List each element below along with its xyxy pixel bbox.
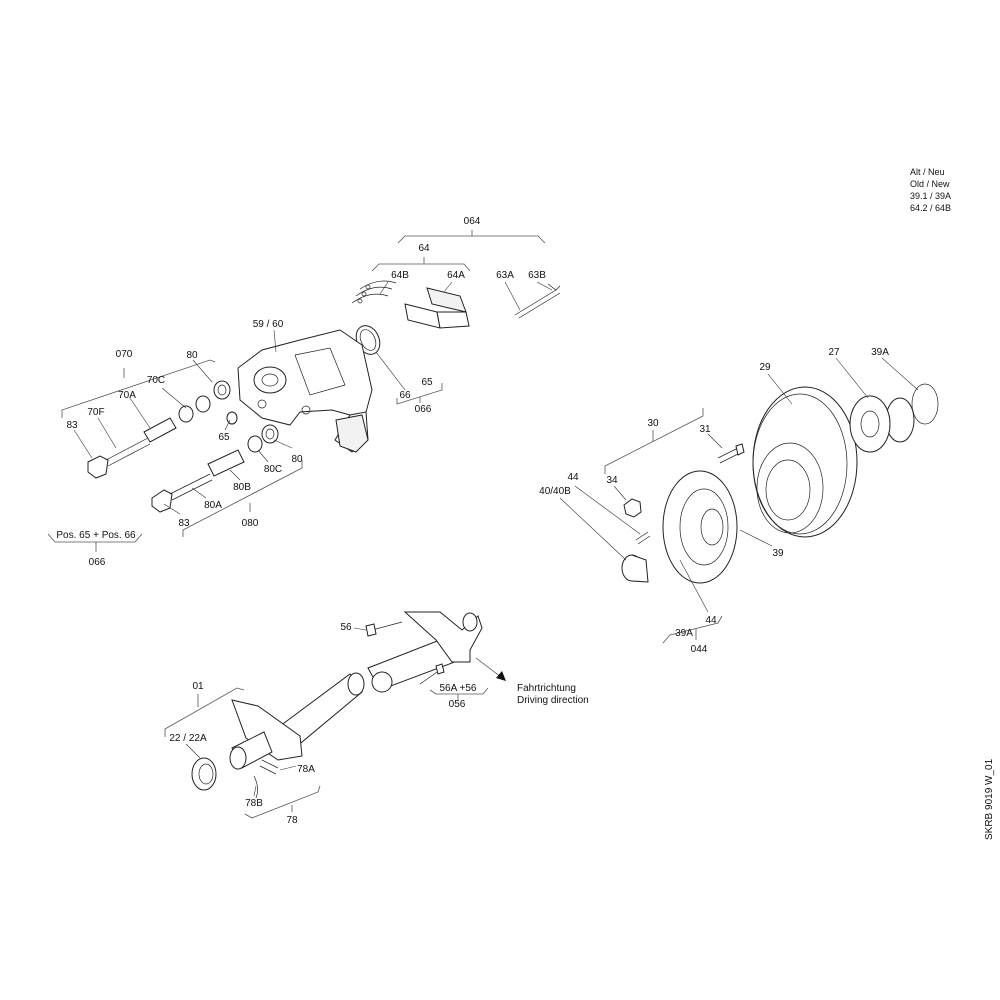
seal-22-22A [191, 757, 217, 791]
label-65-group: 65 [421, 377, 433, 388]
label-056: 056 [449, 699, 466, 710]
stub-axle-01 [229, 672, 365, 770]
label-34: 34 [606, 475, 618, 486]
group-bracket-070 [61, 359, 216, 418]
label-pos: Pos. 65 + Pos. 66 [56, 530, 136, 541]
label-070: 070 [116, 349, 133, 360]
label-80B: 80B [233, 482, 251, 493]
wheel-bolt-31 [717, 443, 745, 464]
group-bracket-080 [182, 460, 303, 537]
bolt-56 [365, 621, 403, 637]
wheel-hub-27 [849, 395, 915, 453]
label-63A: 63A [496, 270, 514, 281]
group-bracket-044 [662, 615, 723, 644]
guide-pin-set-070 [87, 380, 231, 479]
label-80-right: 80 [291, 454, 303, 465]
label-066-group: 066 [415, 404, 432, 415]
abs-ring-39A [911, 383, 939, 425]
hub-flange-39 [662, 470, 738, 584]
label-064: 064 [464, 216, 481, 227]
axle-tube-056 [367, 611, 483, 693]
legend-row: 64.2 / 64B [910, 203, 952, 213]
direction-de: Fahrtrichtung [517, 683, 576, 694]
guide-pin-set-080 [151, 411, 279, 513]
pin-78A-78B [253, 759, 279, 799]
legend-header: Alt / Neu [910, 167, 945, 177]
screw-44 [635, 531, 651, 545]
group-bracket-056 [429, 687, 489, 700]
label-80A: 80A [204, 500, 222, 511]
group-bracket-pos [47, 533, 143, 552]
label-83-bottom: 83 [178, 518, 190, 529]
label-044: 044 [691, 644, 708, 655]
legend-subheader: Old / New [910, 179, 950, 189]
label-31: 31 [699, 424, 711, 435]
label-63B: 63B [528, 270, 546, 281]
driving-direction-arrow [475, 657, 506, 681]
label-39: 39 [772, 548, 784, 559]
legend-row: 39.1 / 39A [910, 191, 952, 201]
group-bracket-78 [244, 785, 321, 819]
part-labels: 064 64 64B 64A 63A 63B 59 / 60 070 80 70… [56, 216, 889, 826]
bolt-56A [419, 663, 445, 685]
direction-en: Driving direction [517, 695, 589, 706]
label-64: 64 [418, 243, 430, 254]
label-66: 66 [399, 390, 411, 401]
label-70A: 70A [118, 390, 136, 401]
hub-cap-40-40B [621, 554, 649, 583]
brake-pad-64A [404, 287, 470, 329]
drawing-code: SKRB 9019 W_01 [984, 758, 995, 840]
label-65-mid: 65 [218, 432, 230, 443]
label-56: 56 [340, 622, 352, 633]
label-44-bottom: 44 [705, 615, 717, 626]
group-bracket-66-65 [396, 383, 443, 405]
group-bracket-01 [164, 687, 245, 737]
label-70C: 70C [147, 375, 165, 386]
label-066-pos: 066 [89, 557, 106, 568]
old-new-legend: Alt / Neu Old / New 39.1 / 39A 64.2 / 64… [910, 166, 951, 214]
label-64B: 64B [391, 270, 409, 281]
label-80C: 80C [264, 464, 282, 475]
brake-disc-29 [752, 386, 858, 538]
brake-pad-64B-clips [351, 280, 397, 304]
label-59-60: 59 / 60 [253, 319, 284, 330]
label-44-top: 44 [567, 472, 579, 483]
label-22-22A: 22 / 22A [169, 733, 207, 744]
label-39A-top: 39A [871, 347, 889, 358]
label-01: 01 [192, 681, 204, 692]
label-80-top: 80 [186, 350, 198, 361]
label-30: 30 [647, 418, 659, 429]
group-bracket-064 [397, 230, 546, 244]
label-70F: 70F [87, 407, 104, 418]
label-39A-bottom: 39A [675, 628, 693, 639]
label-56A-56: 56A +56 [440, 683, 477, 694]
nut-34 [623, 498, 642, 518]
label-27: 27 [828, 347, 840, 358]
brake-caliper-59-60 [237, 329, 373, 453]
label-78: 78 [286, 815, 298, 826]
group-bracket-64 [371, 257, 471, 272]
label-78B: 78B [245, 798, 263, 809]
label-40-40B: 40/40B [539, 486, 571, 497]
label-64A: 64A [447, 270, 465, 281]
label-78A: 78A [297, 764, 315, 775]
leader-lines [73, 281, 919, 797]
label-080: 080 [242, 518, 259, 529]
label-83-top: 83 [66, 420, 78, 431]
label-29: 29 [759, 362, 771, 373]
group-bracket-30 [604, 408, 704, 474]
wear-sensor-63A-63B [514, 283, 561, 319]
driving-direction-label: Fahrtrichtung Driving direction [517, 683, 589, 707]
